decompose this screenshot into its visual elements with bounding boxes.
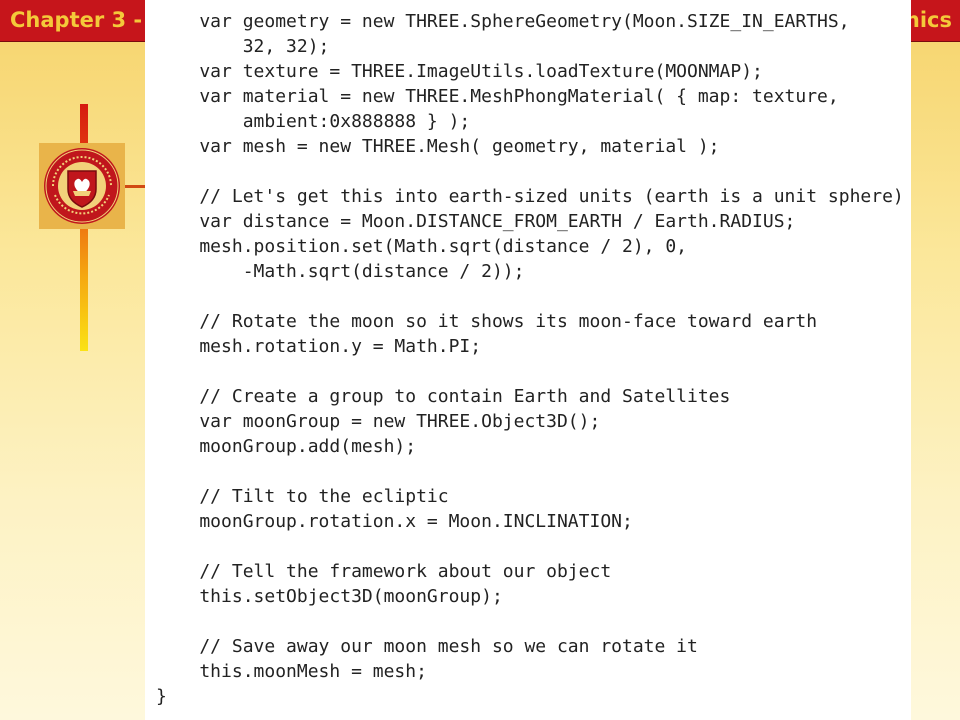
code-line: var mesh = new THREE.Mesh( geometry, mat…	[156, 136, 720, 157]
code-line: var geometry = new THREE.SphereGeometry(…	[156, 11, 850, 32]
code-block: var geometry = new THREE.SphereGeometry(…	[156, 9, 904, 709]
code-line: var material = new THREE.MeshPhongMateri…	[156, 86, 839, 107]
code-line: moonGroup.add(mesh);	[156, 436, 417, 457]
code-line	[156, 534, 904, 559]
code-line	[156, 609, 904, 634]
slide-title-right: nics	[904, 8, 952, 32]
code-line: moonGroup.rotation.x = Moon.INCLINATION;	[156, 511, 633, 532]
code-line: }	[156, 686, 167, 707]
code-line: // Create a group to contain Earth and S…	[156, 386, 731, 407]
code-line: -Math.sqrt(distance / 2));	[156, 261, 525, 282]
code-line: // Let's get this into earth-sized units…	[156, 186, 904, 207]
code-line: // Tell the framework about our object	[156, 561, 612, 582]
code-line: mesh.rotation.y = Math.PI;	[156, 336, 482, 357]
code-line: ambient:0x888888 } );	[156, 111, 471, 132]
code-line	[156, 284, 904, 309]
code-line: var texture = THREE.ImageUtils.loadTextu…	[156, 61, 763, 82]
code-line: var moonGroup = new THREE.Object3D();	[156, 411, 601, 432]
code-line	[156, 359, 904, 384]
code-line: mesh.position.set(Math.sqrt(distance / 2…	[156, 236, 688, 257]
decorative-horizontal-line	[124, 185, 146, 188]
code-line: // Tilt to the ecliptic	[156, 486, 449, 507]
code-line: 32, 32);	[156, 36, 330, 57]
code-line	[156, 159, 904, 184]
code-line: // Save away our moon mesh so we can rot…	[156, 636, 698, 657]
code-line: this.moonMesh = mesh;	[156, 661, 427, 682]
code-line	[156, 459, 904, 484]
code-line: // Rotate the moon so it shows its moon-…	[156, 311, 818, 332]
university-seal-icon	[39, 143, 125, 229]
code-line: this.setObject3D(moonGroup);	[156, 586, 503, 607]
code-panel: var geometry = new THREE.SphereGeometry(…	[145, 0, 911, 720]
code-line: var distance = Moon.DISTANCE_FROM_EARTH …	[156, 211, 796, 232]
slide-title-left: Chapter 3 -	[10, 8, 143, 32]
